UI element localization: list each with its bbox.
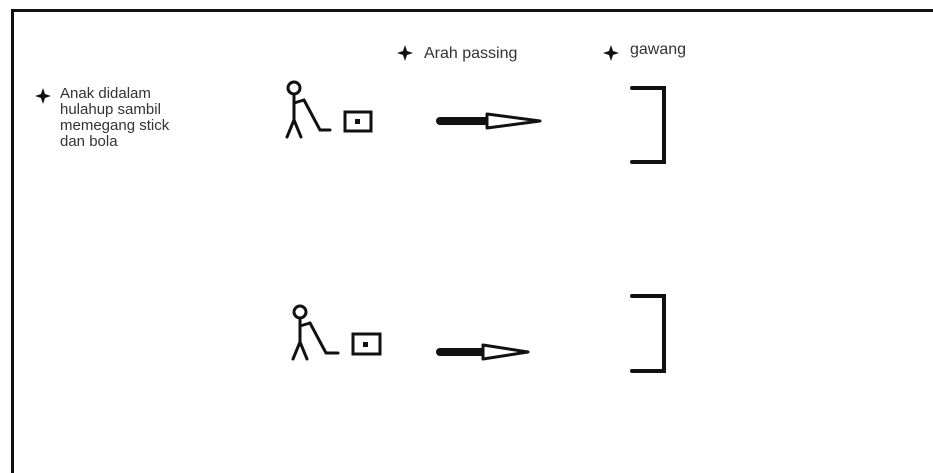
diamond-bullet-icon	[35, 88, 51, 104]
row-1	[285, 80, 666, 164]
row-2	[291, 294, 666, 373]
diamond-bullet-icon	[397, 45, 413, 61]
arrow-icon	[436, 343, 530, 361]
stick-figure-icon	[285, 80, 332, 139]
ball-box-icon	[343, 110, 373, 133]
goal-icon	[630, 294, 666, 373]
diamond-bullet-icon	[603, 45, 619, 61]
stick-figure-icon	[291, 304, 340, 361]
legend-child-label: Anak didalam hulahup sambil memegang sti…	[60, 85, 170, 150]
legend-goal-label: gawang	[630, 41, 687, 58]
arrow-icon	[436, 112, 542, 130]
ball-box-icon	[351, 332, 382, 356]
legend-direction-label: Arah passing	[424, 45, 518, 62]
diagram-frame	[11, 9, 933, 473]
goal-icon	[630, 86, 666, 164]
